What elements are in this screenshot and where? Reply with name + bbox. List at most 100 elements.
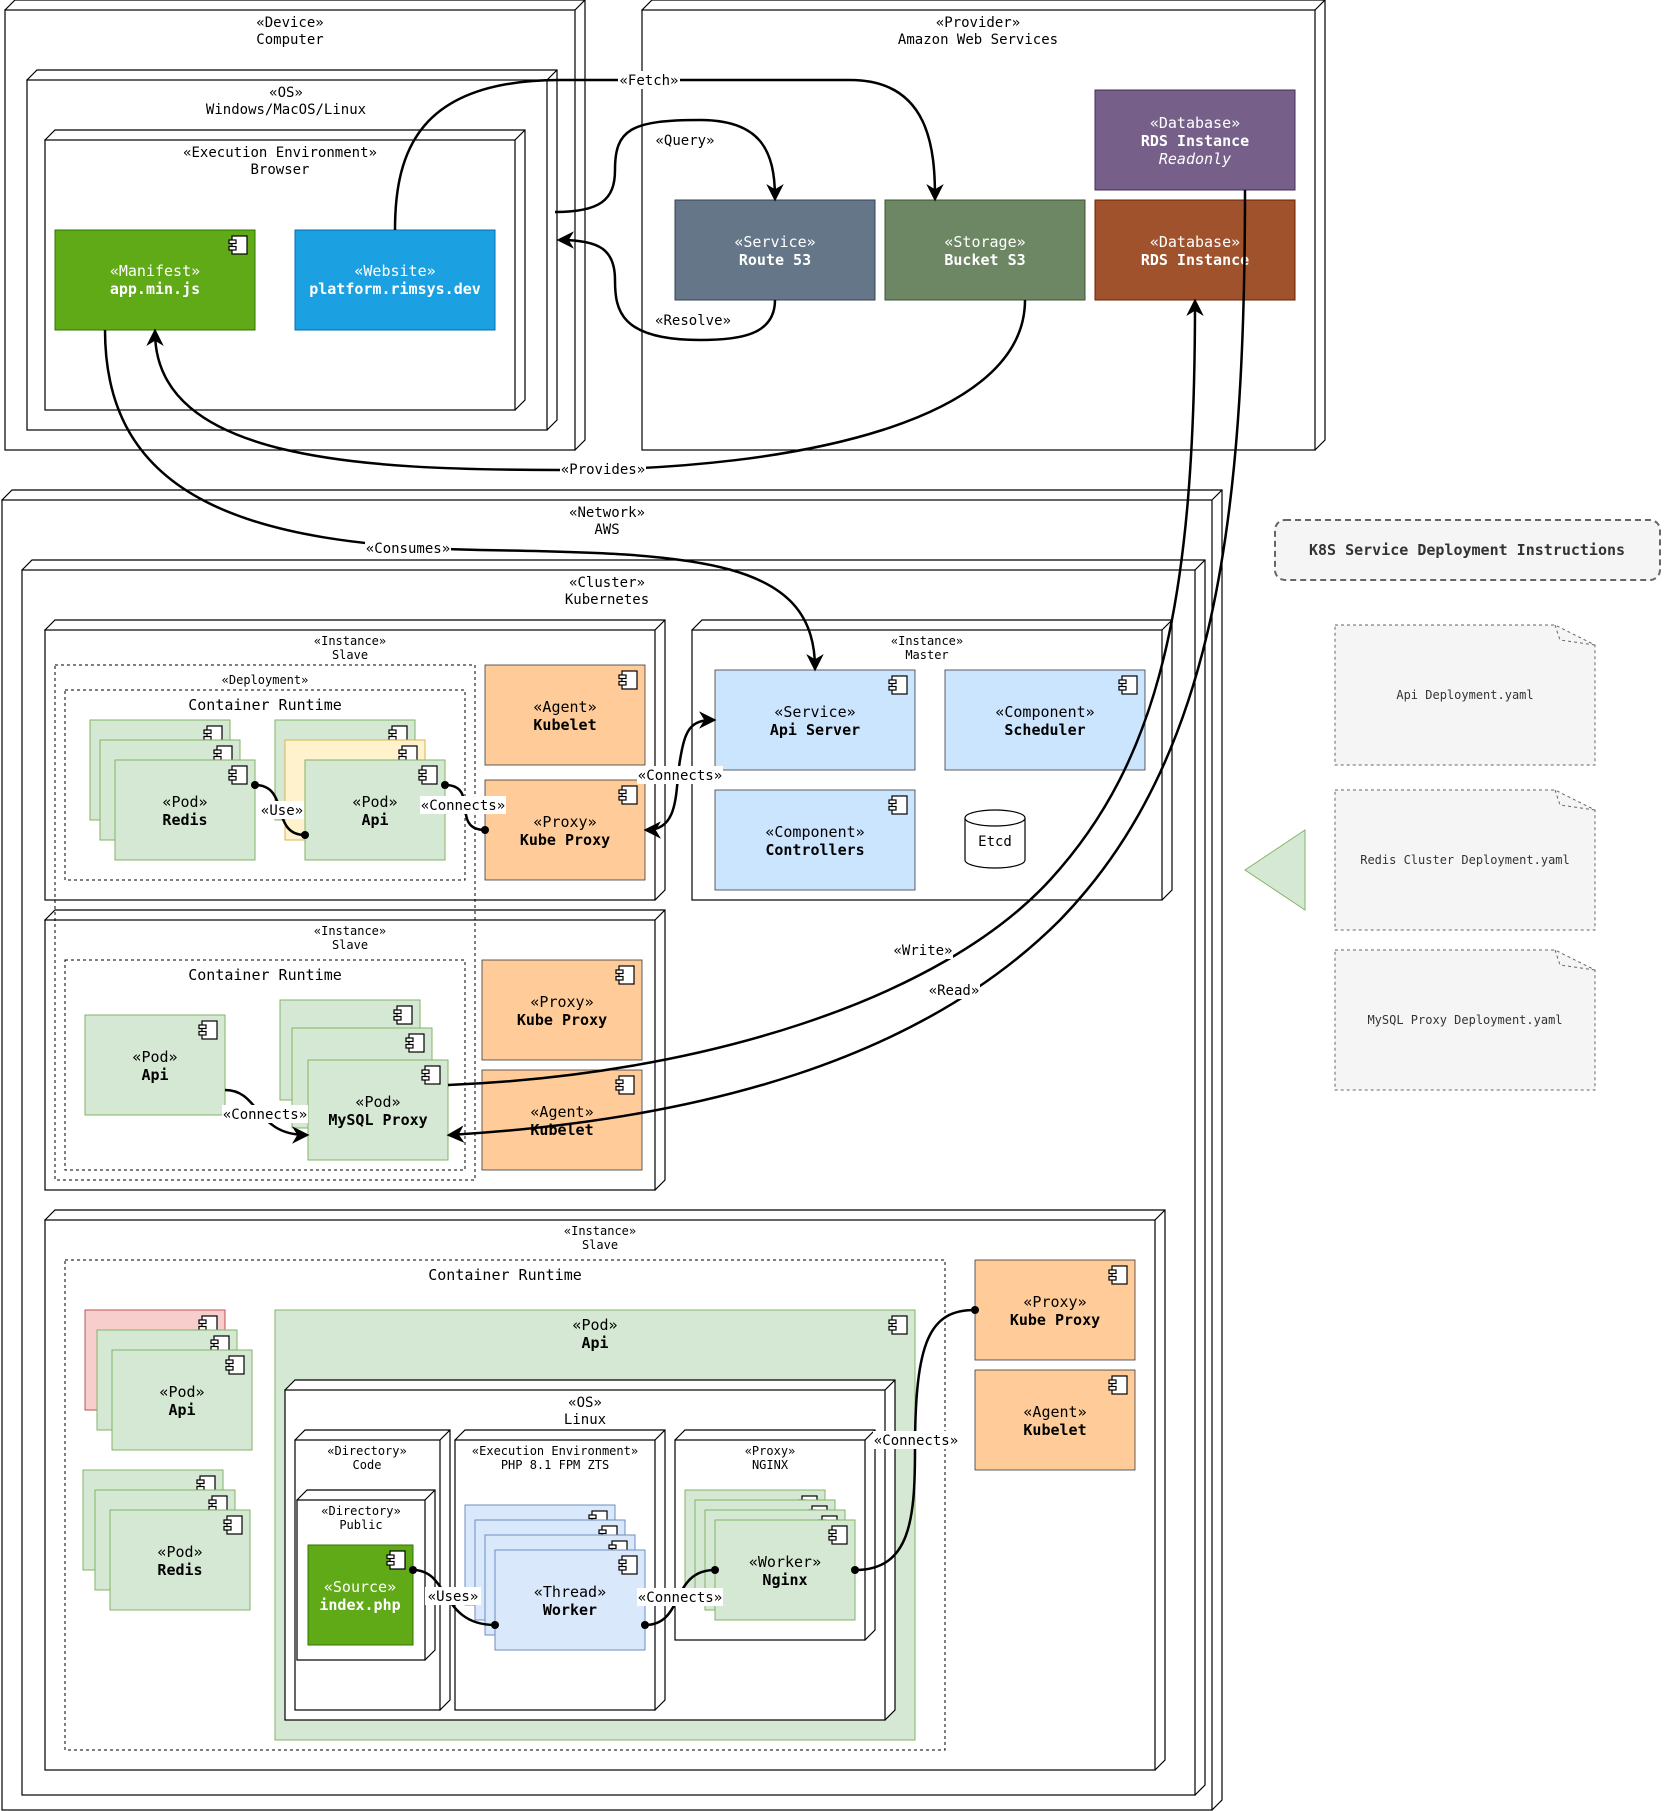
slave1-kubelet: «Agent» Kubelet [484, 664, 646, 766]
linux-stereotype: «OS» [568, 1395, 602, 1411]
provider-name: Amazon Web Services [898, 32, 1058, 48]
connects-label-2: «Connects» [638, 768, 722, 784]
mysql-deployment-label: MySQL Proxy Deployment.yaml [1367, 1013, 1562, 1027]
bucket-name: Bucket S3 [944, 251, 1025, 269]
rds-name: RDS Instance [1141, 251, 1249, 269]
source-stereotype: «Source» [324, 1578, 396, 1596]
scheduler: «Component» Scheduler [944, 669, 1146, 771]
edge-query [554, 118, 784, 214]
nginx-proxy-name: NGINX [752, 1458, 789, 1472]
source-name: index.php [319, 1596, 400, 1614]
edge-labels: «Fetch» «Query» «Resolve» «Provides» «Co… [222, 71, 980, 1606]
php-env-stereotype: «Execution Environment» [472, 1444, 638, 1458]
route53-stereotype: «Service» [734, 233, 815, 251]
website-stereotype: «Website» [354, 262, 435, 280]
slave2-kubelet-stereotype: «Agent» [530, 1103, 593, 1121]
rds-ro-note: Readonly [1159, 150, 1231, 168]
consumes-label: «Consumes» [366, 541, 450, 557]
controllers-stereotype: «Component» [765, 823, 864, 841]
slave3-kubelet: «Agent» Kubelet [974, 1369, 1136, 1471]
slave2-api-pod: «Pod» Api [84, 1014, 226, 1116]
code-dir-name: Code [353, 1458, 382, 1472]
etcd-datastore: Etcd [964, 809, 1026, 869]
slave3-kubelet-stereotype: «Agent» [1023, 1403, 1086, 1421]
slave1-redis-stereotype: «Pod» [162, 793, 207, 811]
connects-label-4: «Connects» [638, 1590, 722, 1606]
mysql-proxy-stereotype: «Pod» [355, 1093, 400, 1111]
slave2-api-stereotype: «Pod» [132, 1048, 177, 1066]
connects-label-5: «Connects» [874, 1433, 958, 1449]
manifest-stereotype: «Manifest» [110, 262, 200, 280]
slave1-container-runtime [64, 689, 466, 881]
scheduler-name: Scheduler [1004, 721, 1085, 739]
mysql-deployment-note[interactable]: MySQL Proxy Deployment.yaml [1334, 949, 1596, 1091]
slave2-name: Slave [332, 938, 368, 952]
slave2-api-name: Api [141, 1066, 168, 1084]
slave3-kube-proxy: «Proxy» Kube Proxy [974, 1259, 1136, 1361]
slave2-kubelet: «Agent» Kubelet [481, 1069, 643, 1171]
slave1-kube-proxy: «Proxy» Kube Proxy [484, 779, 646, 881]
slave2-kube-proxy: «Proxy» Kube Proxy [481, 959, 643, 1061]
provides-label: «Provides» [561, 462, 645, 478]
route53-name: Route 53 [739, 251, 811, 269]
slave1-kubelet-stereotype: «Agent» [533, 698, 596, 716]
slave1-redis-name: Redis [162, 811, 207, 829]
edge-write [447, 298, 1204, 1087]
slave1-api-stereotype: «Pod» [352, 793, 397, 811]
website-name: platform.rimsys.dev [309, 280, 481, 298]
slave3-runtime-label: Container Runtime [428, 1266, 582, 1284]
thread-worker: «Thread» Worker [464, 1504, 646, 1651]
rds-database: «Database» RDS Instance [1094, 199, 1296, 301]
redis-deployment-note[interactable]: Redis Cluster Deployment.yaml [1334, 789, 1596, 931]
manifest-name: app.min.js [110, 280, 200, 298]
read-label: «Read» [929, 983, 980, 999]
mysql-proxy-name: MySQL Proxy [328, 1111, 427, 1129]
network-name: AWS [594, 522, 619, 538]
public-dir-stereotype: «Directory» [321, 1504, 400, 1518]
slave3-stereotype: «Instance» [564, 1224, 636, 1238]
browser-stereotype: «Execution Environment» [183, 145, 377, 161]
redis-deployment-label: Redis Cluster Deployment.yaml [1360, 853, 1570, 867]
connects-label-3: «Connects» [223, 1107, 307, 1123]
etcd-label: Etcd [978, 834, 1012, 850]
instructions-title: K8S Service Deployment Instructions [1309, 541, 1625, 559]
thread-stereotype: «Thread» [534, 1583, 606, 1601]
public-dir-name: Public [339, 1518, 382, 1532]
browser-name: Browser [250, 162, 309, 178]
slave2-proxy-stereotype: «Proxy» [530, 993, 593, 1011]
slave3-api-stereotype: «Pod» [572, 1316, 617, 1334]
slave3-redis-name: Redis [157, 1561, 202, 1579]
provider-stereotype: «Provider» [936, 15, 1020, 31]
php-env-name: PHP 8.1 FPM ZTS [501, 1458, 609, 1472]
rds-ro-name: RDS Instance [1141, 132, 1249, 150]
worker-stereotype: «Worker» [749, 1553, 821, 1571]
collapse-triangle-icon[interactable] [1244, 829, 1306, 911]
manifest-component: «Manifest» app.min.js [54, 229, 256, 331]
slave1-redis-pod: «Pod» Redis [89, 719, 256, 861]
master-stereotype: «Instance» [891, 634, 963, 648]
master-name: Master [905, 648, 948, 662]
network-stereotype: «Network» [569, 505, 645, 521]
rds-stereotype: «Database» [1150, 233, 1240, 251]
cluster-name: Kubernetes [565, 592, 649, 608]
device-name: Computer [256, 32, 323, 48]
resolve-label: «Resolve» [655, 313, 731, 329]
bucket-s3-storage: «Storage» Bucket S3 [884, 199, 1086, 301]
cluster-stereotype: «Cluster» [569, 575, 645, 591]
slave1-api-pod: «Pod» Api [274, 719, 446, 861]
slave3-name: Slave [582, 1238, 618, 1252]
os-client-stereotype: «OS» [269, 85, 303, 101]
index-php-source: «Source» index.php [307, 1544, 414, 1646]
slave1-stereotype: «Instance» [314, 634, 386, 648]
edge-read [446, 189, 1247, 1143]
linux-name: Linux [564, 1412, 606, 1428]
edge-connects-5 [854, 1308, 976, 1572]
connects-label-1: «Connects» [421, 798, 505, 814]
slave1-proxy-name: Kube Proxy [520, 831, 610, 849]
controllers-name: Controllers [765, 841, 864, 859]
query-label: «Query» [655, 133, 714, 149]
thread-name: Worker [543, 1601, 597, 1619]
api-deployment-note[interactable]: Api Deployment.yaml [1334, 624, 1596, 766]
write-label: «Write» [893, 943, 952, 959]
